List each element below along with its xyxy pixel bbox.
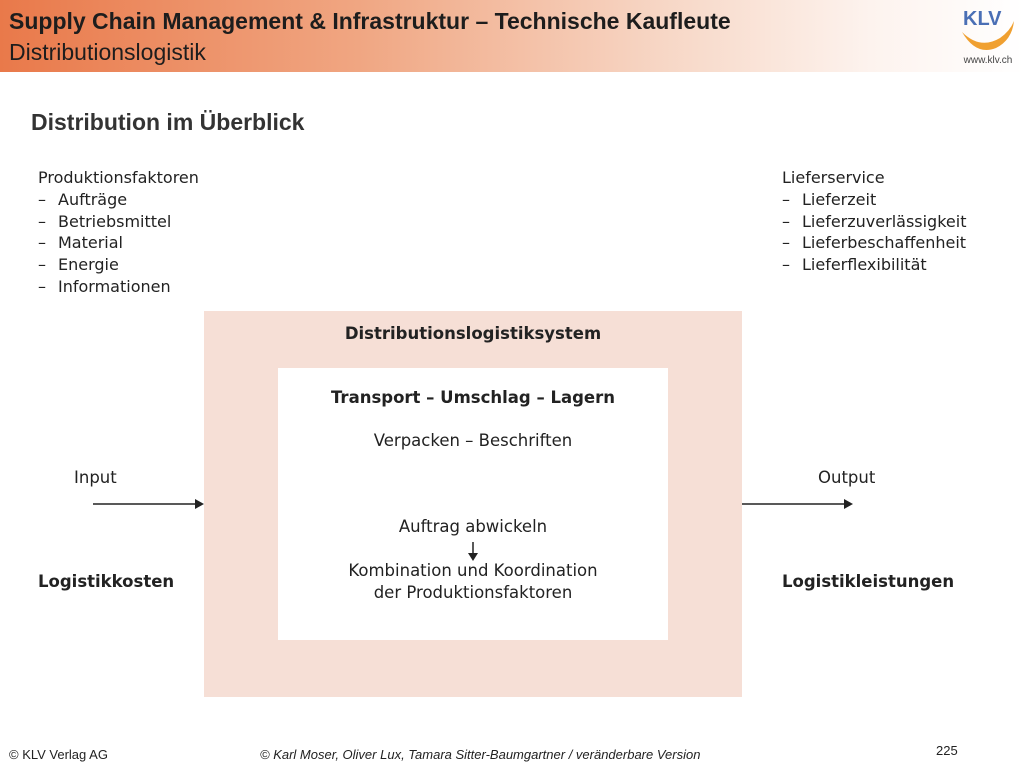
process-line-order: Auftrag abwickeln xyxy=(398,517,548,536)
page-number: 225 xyxy=(936,743,958,758)
list-item: –Lieferzeit xyxy=(782,189,877,209)
list-item: –Material xyxy=(38,233,123,253)
list-item: –Lieferzuverlässigkeit xyxy=(782,211,967,231)
logistics-performance-label: Logistikleistungen xyxy=(782,572,955,591)
footer-authors: © Karl Moser, Oliver Lux, Tamara Sitter-… xyxy=(260,747,701,762)
down-arrow-icon xyxy=(468,542,478,561)
list-item: –Aufträge xyxy=(38,189,128,209)
klv-logo: KLV xyxy=(962,8,1014,50)
slide-series-subtitle: Distributionslogistik xyxy=(9,39,206,65)
list-item: –Betriebsmittel xyxy=(38,211,172,231)
header-band xyxy=(0,0,1024,72)
logo-text: KLV xyxy=(963,8,1002,30)
footer-publisher: © KLV Verlag AG xyxy=(9,747,108,762)
output-label: Output xyxy=(818,468,876,487)
logo-url: www.klv.ch xyxy=(963,55,1013,66)
list-item: –Informationen xyxy=(38,276,171,296)
delivery-service-title: Lieferservice xyxy=(782,168,885,187)
process-box xyxy=(278,368,668,640)
list-item: –Lieferflexibilität xyxy=(782,255,927,275)
process-line-factors: der Produktionsfaktoren xyxy=(373,583,573,602)
list-item: –Lieferbeschaffenheit xyxy=(782,233,967,253)
slide-series-title: Supply Chain Management & Infrastruktur … xyxy=(9,8,731,34)
list-item: –Energie xyxy=(38,255,119,275)
process-line-combination: Kombination und Koordination xyxy=(348,561,598,580)
production-factors-title: Produktionsfaktoren xyxy=(38,168,199,187)
process-line-packaging: Verpacken – Beschriften xyxy=(373,431,573,450)
delivery-service-list: Lieferservice –Lieferzeit –Lieferzuverlä… xyxy=(782,167,966,276)
logo-swoosh-icon xyxy=(962,21,1014,50)
page-title: Distribution im Überblick xyxy=(31,109,305,135)
production-factors-list: Produktionsfaktoren –Aufträge –Betriebsm… xyxy=(38,167,199,298)
logistics-costs-label: Logistikkosten xyxy=(38,572,175,591)
input-label: Input xyxy=(74,468,117,487)
output-arrow-icon xyxy=(742,499,853,509)
system-title: Distributionslogistiksystem xyxy=(344,324,602,343)
process-line-transport: Transport – Umschlag – Lagern xyxy=(330,388,615,407)
input-arrow-icon xyxy=(93,499,204,509)
